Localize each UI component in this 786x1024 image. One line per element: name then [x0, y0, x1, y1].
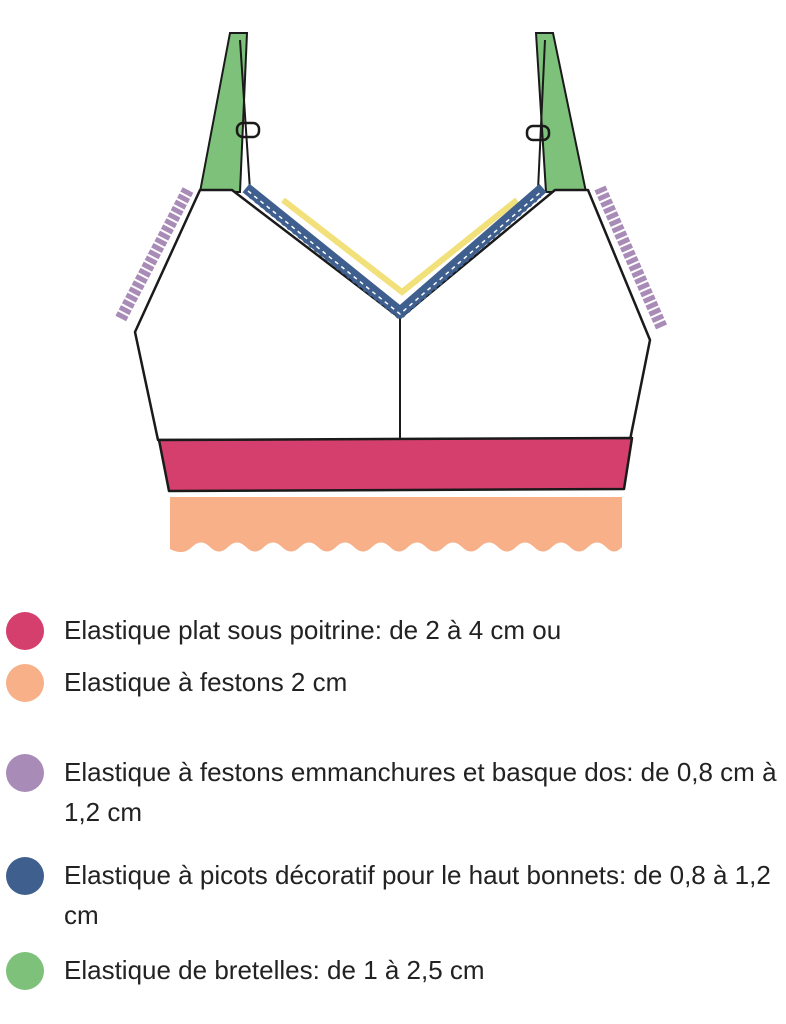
underband-elastic — [157, 436, 634, 493]
left-strap — [198, 32, 249, 193]
legend-dot-orange — [6, 664, 44, 702]
picot-elastic-edge — [247, 190, 543, 315]
neckline-guide — [281, 197, 519, 296]
legend-dot-green — [6, 952, 44, 990]
picot-elastic-loops — [248, 194, 542, 321]
bra-body — [133, 188, 652, 442]
legend-label: Elastique plat sous poitrine: de 2 à 4 c… — [64, 615, 562, 645]
picot-elastic — [242, 183, 547, 320]
right-strap-inner — [537, 39, 546, 191]
bra-diagram — [114, 32, 668, 553]
legend-label: Elastique à picots décoratif pour le hau… — [64, 860, 771, 930]
legend-dot-purple — [6, 754, 44, 792]
armhole-elastic-left — [114, 187, 194, 323]
legend-label: Elastique à festons 2 cm — [64, 667, 348, 697]
left-strap-slider — [235, 121, 261, 139]
right-strap-slider — [525, 124, 551, 142]
legend-dot-pink — [6, 612, 44, 650]
left-strap-inner — [239, 39, 251, 191]
legend-label: Elastique de bretelles: de 1 à 2,5 cm — [64, 955, 485, 985]
armhole-elastic-right — [594, 185, 668, 331]
legend-dot-blue — [6, 857, 44, 895]
legend-label: Elastique à festons emmanchures et basqu… — [64, 757, 777, 827]
scalloped-elastic — [170, 497, 622, 553]
